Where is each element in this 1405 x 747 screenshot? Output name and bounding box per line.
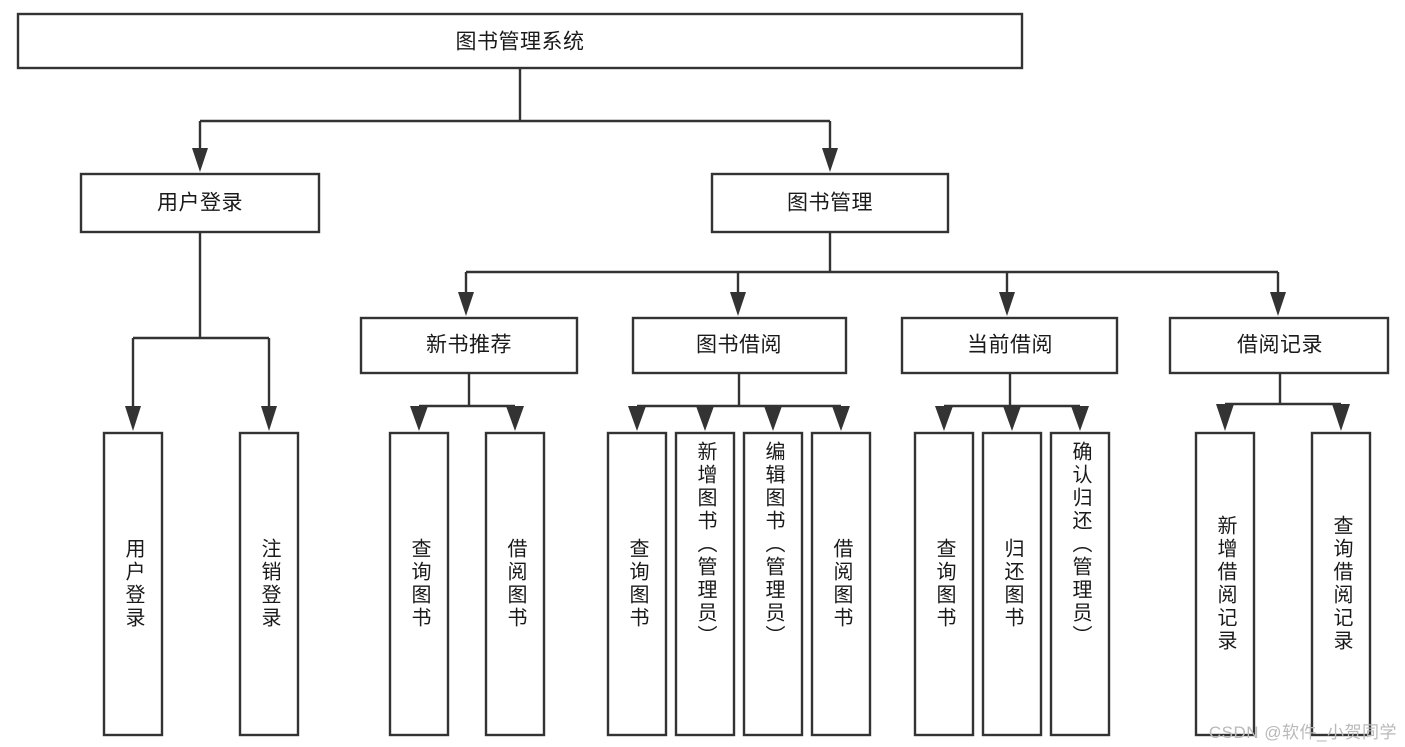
- node-leaf-borrow-book-rec-box[interactable]: [484, 431, 546, 737]
- node-leaf-edit-book-box[interactable]: [742, 431, 804, 737]
- node-root-box[interactable]: [16, 12, 1024, 70]
- node-new-book-recommend-label: 新书推荐: [426, 334, 512, 357]
- node-user-login-label: 用户登录: [157, 192, 243, 215]
- node-leaf-query-book-cur-box[interactable]: [913, 431, 975, 737]
- node-layer: 图书管理系统 用户登录 图书管理 新书推荐 图书借阅 当前借阅 借阅记录: [16, 12, 1390, 737]
- node-leaf-return-book-box[interactable]: [981, 431, 1043, 737]
- node-leaf-query-record-box[interactable]: [1310, 431, 1372, 737]
- arrowhead-leaf-logout: [261, 406, 277, 431]
- node-book-borrow-label: 图书借阅: [696, 334, 782, 357]
- node-leaf-confirm-return-box[interactable]: [1049, 431, 1111, 737]
- node-borrow-record-label: 借阅记录: [1237, 334, 1323, 357]
- arrowhead-leaf-add-record: [1216, 404, 1234, 431]
- node-current-borrow-box[interactable]: [900, 316, 1119, 375]
- node-current-borrow-label: 当前借阅: [967, 334, 1053, 357]
- node-book-borrow-box[interactable]: [631, 316, 848, 375]
- arrowhead-leaf-edit-book: [764, 406, 782, 431]
- arrowhead-new-book-recommend: [458, 292, 474, 316]
- arrowhead-user-login: [192, 148, 208, 172]
- arrowhead-leaf-query-record: [1332, 404, 1350, 431]
- arrowhead-leaf-query-book-cur: [935, 406, 953, 431]
- arrowhead-book-manage: [822, 148, 838, 172]
- arrowhead-leaf-query-book-rec: [410, 406, 428, 431]
- node-book-manage-label: 图书管理: [787, 192, 873, 215]
- arrowhead-leaf-confirm-return: [1071, 406, 1089, 431]
- arrowhead-borrow-record: [1270, 292, 1286, 316]
- arrowhead-leaf-borrow-book: [832, 406, 850, 431]
- node-leaf-user-login-box[interactable]: [102, 431, 164, 737]
- node-leaf-query-book-rec-box[interactable]: [388, 431, 450, 737]
- arrowhead-leaf-return-book: [1003, 406, 1021, 431]
- arrowhead-current-borrow: [999, 292, 1015, 316]
- node-user-login-box[interactable]: [79, 172, 321, 234]
- node-leaf-borrow-book-box[interactable]: [810, 431, 872, 737]
- arrowhead-leaf-query-book-borrow: [628, 406, 646, 431]
- node-leaf-logout-box[interactable]: [238, 431, 300, 737]
- node-leaf-query-book-borrow-box[interactable]: [606, 431, 668, 737]
- csdn-watermark: CSDN @软件_小贺同学: [1208, 723, 1397, 742]
- arrowhead-leaf-borrow-book-rec: [506, 406, 524, 431]
- node-leaf-add-book-box[interactable]: [674, 431, 736, 737]
- node-borrow-record-box[interactable]: [1168, 316, 1390, 375]
- node-root-label: 图书管理系统: [456, 31, 585, 54]
- node-new-book-recommend-box[interactable]: [359, 316, 579, 375]
- arrowhead-book-borrow: [730, 292, 746, 316]
- arrowhead-leaf-user-login: [125, 406, 141, 431]
- node-leaf-add-record-box[interactable]: [1194, 431, 1256, 737]
- arrowhead-leaf-add-book: [696, 406, 714, 431]
- connector-layer: [125, 68, 1350, 431]
- node-book-manage-box[interactable]: [710, 172, 950, 234]
